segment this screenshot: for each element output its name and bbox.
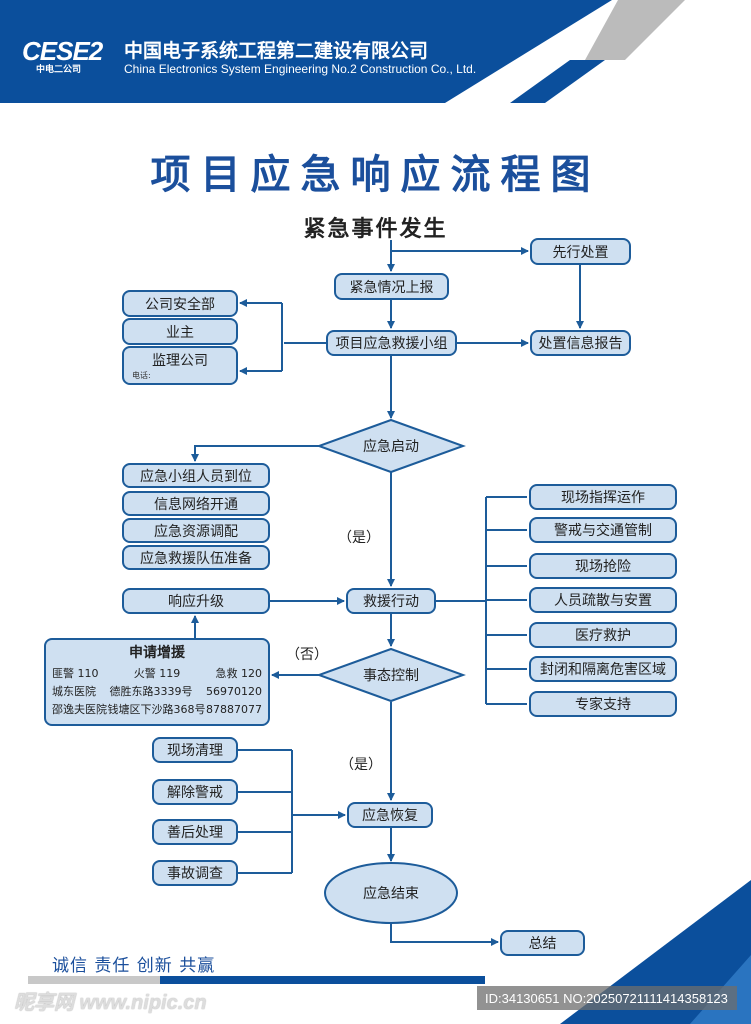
recovery-node: 应急恢复: [347, 802, 433, 828]
hospital-address: 德胜东路3339号: [109, 685, 193, 698]
end-node: 应急结束: [363, 886, 419, 902]
logo-subtitle: 中电二公司: [36, 65, 82, 75]
image-id: ID:34130651 NO:20250721111414358123: [477, 986, 737, 1010]
supervisor-label: 监理公司: [152, 353, 208, 369]
yes-label: （是）: [340, 757, 382, 773]
page-title: 项目应急响应流程图: [150, 152, 601, 198]
action-item: 现场指挥运作: [529, 484, 677, 510]
phone-fire: 火警 119: [133, 667, 181, 680]
action-item: 警戒与交通管制: [529, 517, 677, 543]
yes-label: （是）: [338, 530, 380, 546]
company-name-cn: 中国电子系统工程第二建设有限公司: [124, 40, 429, 62]
recovery-item: 解除警戒: [152, 779, 238, 805]
report-node: 紧急情况上报: [334, 273, 449, 300]
info-report-node: 处置信息报告: [530, 330, 631, 356]
phone-ambulance: 急救 120: [215, 667, 263, 680]
safety-dept-node: 公司安全部: [122, 290, 238, 317]
recovery-item: 事故调查: [152, 860, 238, 886]
upgrade-node: 响应升级: [122, 588, 270, 614]
hospital-phone: 56970120: [206, 685, 262, 698]
prep-item: 应急救援队伍准备: [122, 545, 270, 570]
recovery-item: 现场清理: [152, 737, 238, 763]
summary-node: 总结: [500, 930, 585, 956]
hospital-name: 邵逸夫医院: [52, 703, 107, 716]
prep-item: 应急小组人员到位: [122, 463, 270, 488]
control-decision: 事态控制: [363, 668, 419, 684]
reinforcement-title: 申请增援: [129, 645, 185, 661]
rescue-team-node: 项目应急救援小组: [326, 330, 457, 356]
header: CESE2 中电二公司 中国电子系统工程第二建设有限公司 China Elect…: [0, 0, 751, 104]
start-node: 紧急事件发生: [303, 217, 448, 242]
action-item: 人员疏散与安置: [529, 587, 677, 613]
hospital-phone: 87887077: [206, 703, 262, 716]
supervisor-node: 监理公司 电话:: [122, 346, 238, 385]
reinforcement-box: 申请增援 匪警 110 火警 119 急救 120 城东医院德胜东路3339号 569…: [44, 638, 270, 726]
hospital-address: 钱塘区下沙路368号: [107, 703, 206, 716]
phone-police: 匪警 110: [52, 667, 99, 680]
owner-node: 业主: [122, 318, 238, 345]
phone-label: 电话:: [132, 371, 151, 380]
company-logo: CESE2: [22, 36, 103, 66]
action-item: 专家支持: [529, 691, 677, 717]
rescue-action-node: 救援行动: [346, 588, 436, 614]
hospital-name: 城东医院: [52, 685, 96, 698]
activate-decision: 应急启动: [363, 439, 419, 455]
action-item: 医疗救护: [529, 622, 677, 648]
watermark: 昵享网 www.nipic.cn: [14, 992, 207, 1014]
company-name-en: China Electronics System Engineering No.…: [124, 62, 477, 76]
action-item: 封闭和隔离危害区域: [529, 656, 677, 682]
no-label: （否）: [286, 647, 328, 663]
recovery-item: 善后处理: [152, 819, 238, 845]
slogan: 诚信 责任 创新 共赢: [52, 956, 216, 976]
first-aid-node: 先行处置: [530, 238, 631, 265]
action-item: 现场抢险: [529, 553, 677, 579]
prep-item: 应急资源调配: [122, 518, 270, 543]
prep-item: 信息网络开通: [122, 491, 270, 516]
